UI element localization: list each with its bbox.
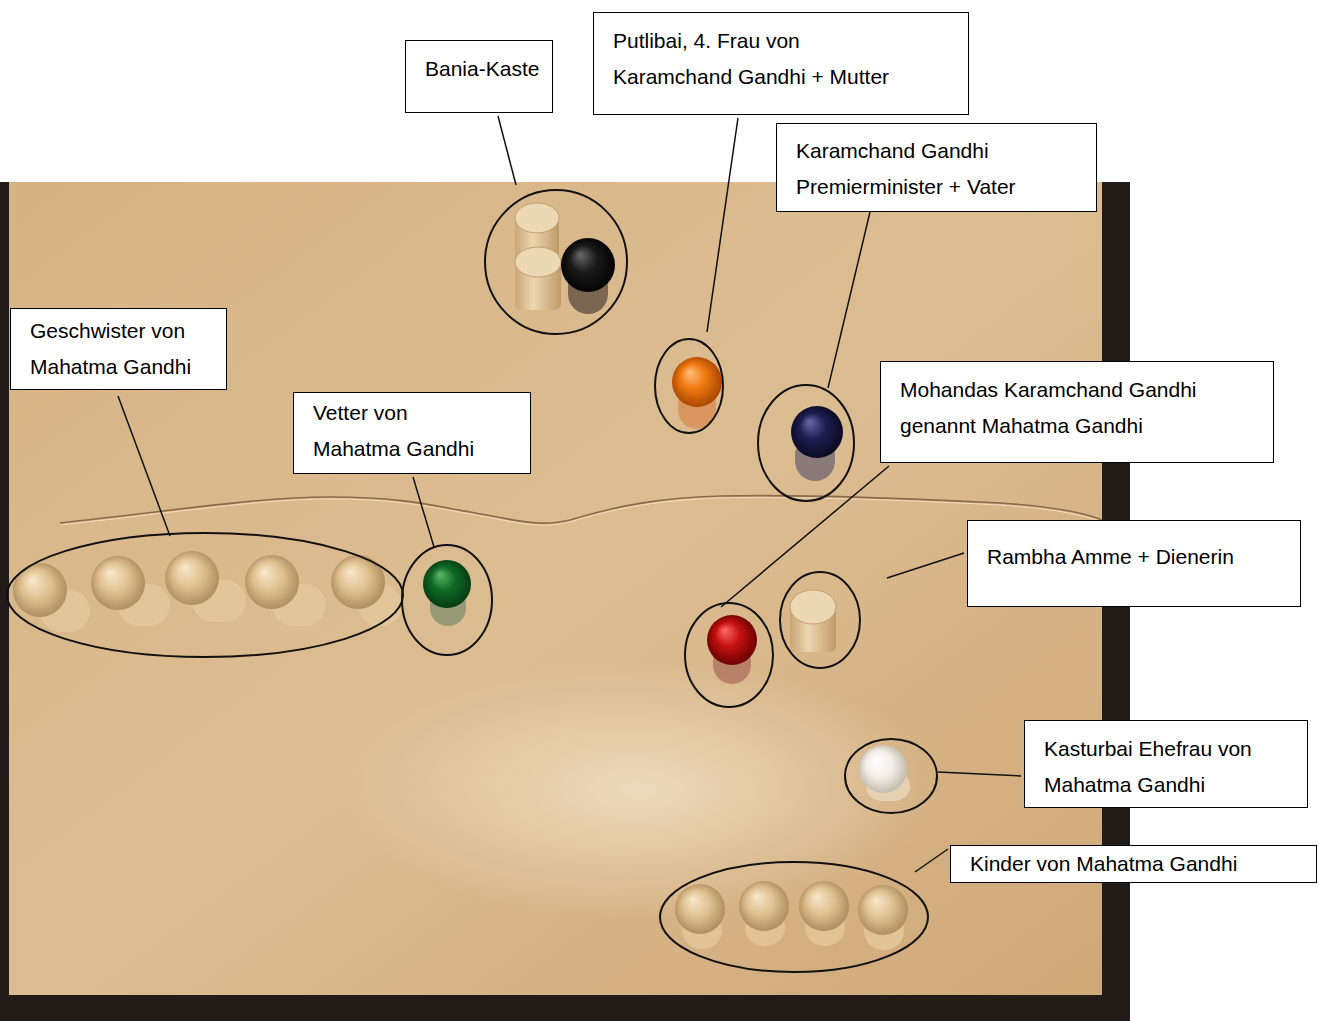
leader-line [915,849,948,872]
cylinder-figure [790,590,836,624]
enclosure-ellipse [660,862,928,972]
callout-box: Rambha Amme + Dienerin [967,520,1301,607]
leader-line [938,772,1021,776]
callout-box: Geschwister von Mahatma Gandhi [10,308,227,390]
leader-line [707,118,738,332]
table-cloth [0,182,1130,1021]
peg-ball [799,881,849,931]
peg-figure [13,551,402,632]
leader-line [413,477,434,547]
peg-ball [423,560,471,608]
leader-line [828,212,870,388]
peg-ball [739,881,789,931]
callout-text: Kasturbai Ehefrau von Mahatma Gandhi [1044,731,1294,803]
callout-text: Geschwister von Mahatma Gandhi [30,313,215,385]
callout-box: Bania-Kaste [405,40,553,113]
cylinder-figure [515,247,561,277]
callout-text: Karamchand Gandhi Premierminister + Vate… [796,133,1086,205]
wooden-board [9,182,1102,995]
callout-text: Mohandas Karamchand Gandhi genannt Mahat… [900,372,1240,444]
peg-ball [707,615,757,665]
callout-box: Vetter von Mahatma Gandhi [293,392,531,474]
peg-ball [91,556,145,610]
peg-ball [165,551,219,605]
light-glare [340,660,940,920]
callout-box: Mohandas Karamchand Gandhi genannt Mahat… [880,361,1274,463]
callout-text: Putlibai, 4. Frau von Karamchand Gandhi … [613,23,918,95]
leader-lines [118,116,1021,872]
callout-text: Vetter von Mahatma Gandhi [313,395,488,467]
peg-ball [791,406,843,458]
leader-line [887,553,964,578]
peg-ball [858,885,908,935]
peg-figure [515,203,615,314]
peg-ball [675,884,725,934]
peg-figure [675,881,908,950]
leader-line [721,466,889,607]
leader-line [118,396,170,536]
peg-ball [561,238,615,292]
callout-text: Kinder von Mahatma Gandhi [970,846,1300,882]
enclosure-ellipse [7,533,403,657]
enclosure-circle [845,739,937,813]
enclosure-circle [655,339,723,433]
callout-box: Putlibai, 4. Frau von Karamchand Gandhi … [593,12,969,115]
enclosure-circle [758,385,854,501]
enclosure-circle [485,190,627,334]
enclosure-circle [780,572,860,668]
leader-line [498,116,516,185]
peg-ball [859,745,907,793]
enclosure-circle [402,545,492,655]
callout-box: Karamchand Gandhi Premierminister + Vate… [776,123,1097,212]
callout-box: Kasturbai Ehefrau von Mahatma Gandhi [1024,720,1308,808]
board-groove [60,498,1102,526]
callout-text: Rambha Amme + Dienerin [987,539,1287,575]
peg-ball [245,555,299,609]
enclosure-circle [685,603,773,707]
callout-box: Kinder von Mahatma Gandhi [950,845,1317,883]
peg-ball [672,357,722,407]
cylinder-figure [515,203,559,233]
callout-text: Bania-Kaste [425,51,550,87]
